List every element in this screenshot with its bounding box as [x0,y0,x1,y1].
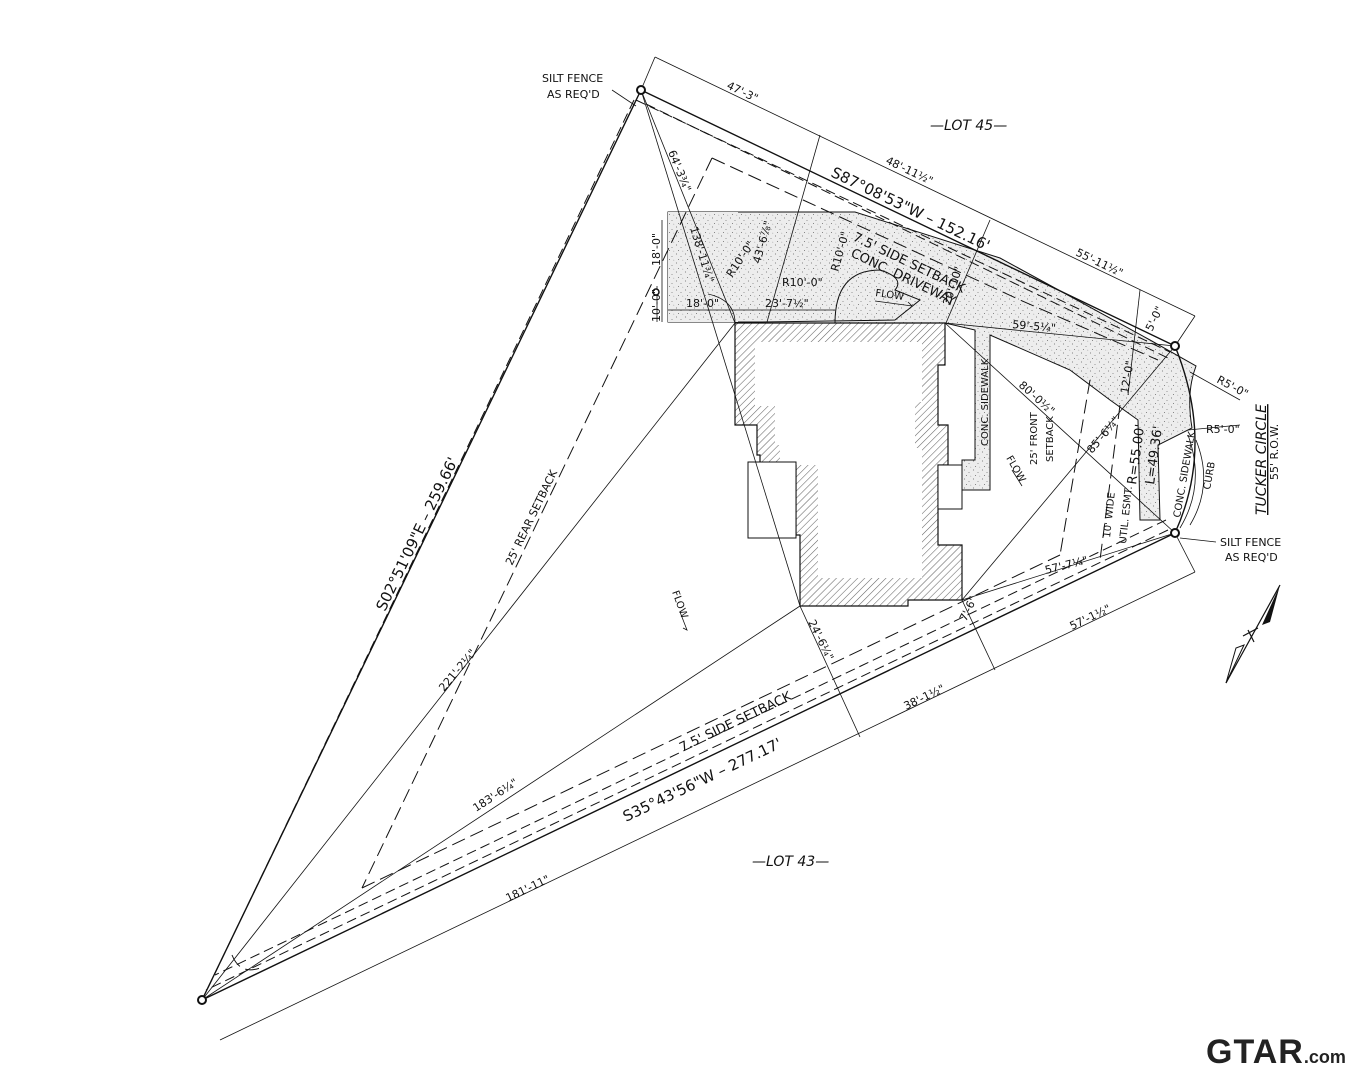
logo-main-text: GTAR [1206,1033,1304,1071]
logo-suffix-text: .com [1303,1047,1346,1067]
dim-80-0: 80'-0½" [1016,379,1057,418]
silt-fence-label-top-1: SILT FENCE [542,72,603,85]
property-boundary [201,89,1196,1001]
dim-24-6: 24'-6¼" [805,618,836,663]
dim-55-11: 55'-11½" [1074,246,1125,280]
sidewalk-street-label: CONC. SIDEWALK [1172,430,1198,518]
dim-12-0: 12'-0" [1118,360,1137,395]
dim-57-1: 57'-1½" [1068,602,1113,633]
dim-r5-b: R5'-0" [1206,423,1240,436]
lot-43-label: —LOT 43— [752,854,829,870]
setback-lines [231,157,1159,971]
front-setback-label-1: 25' FRONT [1029,411,1040,465]
dim-38-1: 38'-1½" [902,682,947,713]
bearing-west-label: S02°51'09"E – 259.66' [372,454,462,613]
street-name-label: TUCKER CIRCLE [1254,404,1270,515]
dim-221-2: 221'-2¼" [436,647,479,694]
dim-59-5: 59'-5¼" [1012,318,1057,335]
silt-fence-label-top-2: AS REQ'D [547,88,600,101]
dim-23-7: 23'-7½" [765,297,809,310]
lot-45-label: —LOT 45— [930,118,1007,134]
survey-monuments [197,85,1180,1005]
dim-10-v: 10'-0" [650,289,663,322]
dim-57-7: 57'-7¼" [1044,554,1090,577]
flow-label-1: FLOW [875,288,905,303]
util-esmt-label-1: 10' WIDE [1102,492,1118,538]
silt-fence-leaders [611,89,1217,543]
dim-18-h: 18'-0" [686,297,719,310]
flow-label-3: FLOW [669,589,689,620]
dim-64-3: 64'-3¾" [665,148,693,193]
row-width-label: 55' R.O.W. [1268,424,1281,480]
rear-setback-label: 25' REAR SETBACK [503,467,560,567]
silt-fence-label-right-1: SILT FENCE [1220,536,1281,549]
dim-47-3: 47'-3" [725,79,760,105]
driveway-area [667,211,1197,521]
flow-label-2: FLOW [1003,454,1027,484]
dim-18-v: 18'-0" [650,233,663,266]
front-setback-label-2: SETBACK [1045,416,1056,462]
dim-r10-c: R10'-0" [782,276,823,289]
dim-r5-a: R5'-0" [1215,373,1251,400]
dim-5-0: 5'-0" [1143,304,1166,333]
flow-arrows [679,300,1023,631]
sidewalk-house-label: CONC. SIDEWALK [980,358,991,446]
dim-181-11: 181'-11" [504,873,552,905]
house-footprint [734,322,963,607]
gtar-logo: GTAR.com [1206,1033,1346,1072]
dim-85-6: 85'-6¼" [1084,414,1122,456]
dimension-lines [201,56,1241,1041]
silt-fence-label-right-2: AS REQ'D [1225,551,1278,564]
silt-fence-lines [205,99,1171,993]
curb-label: CURB [1202,461,1218,491]
north-arrow-icon [1225,584,1281,684]
